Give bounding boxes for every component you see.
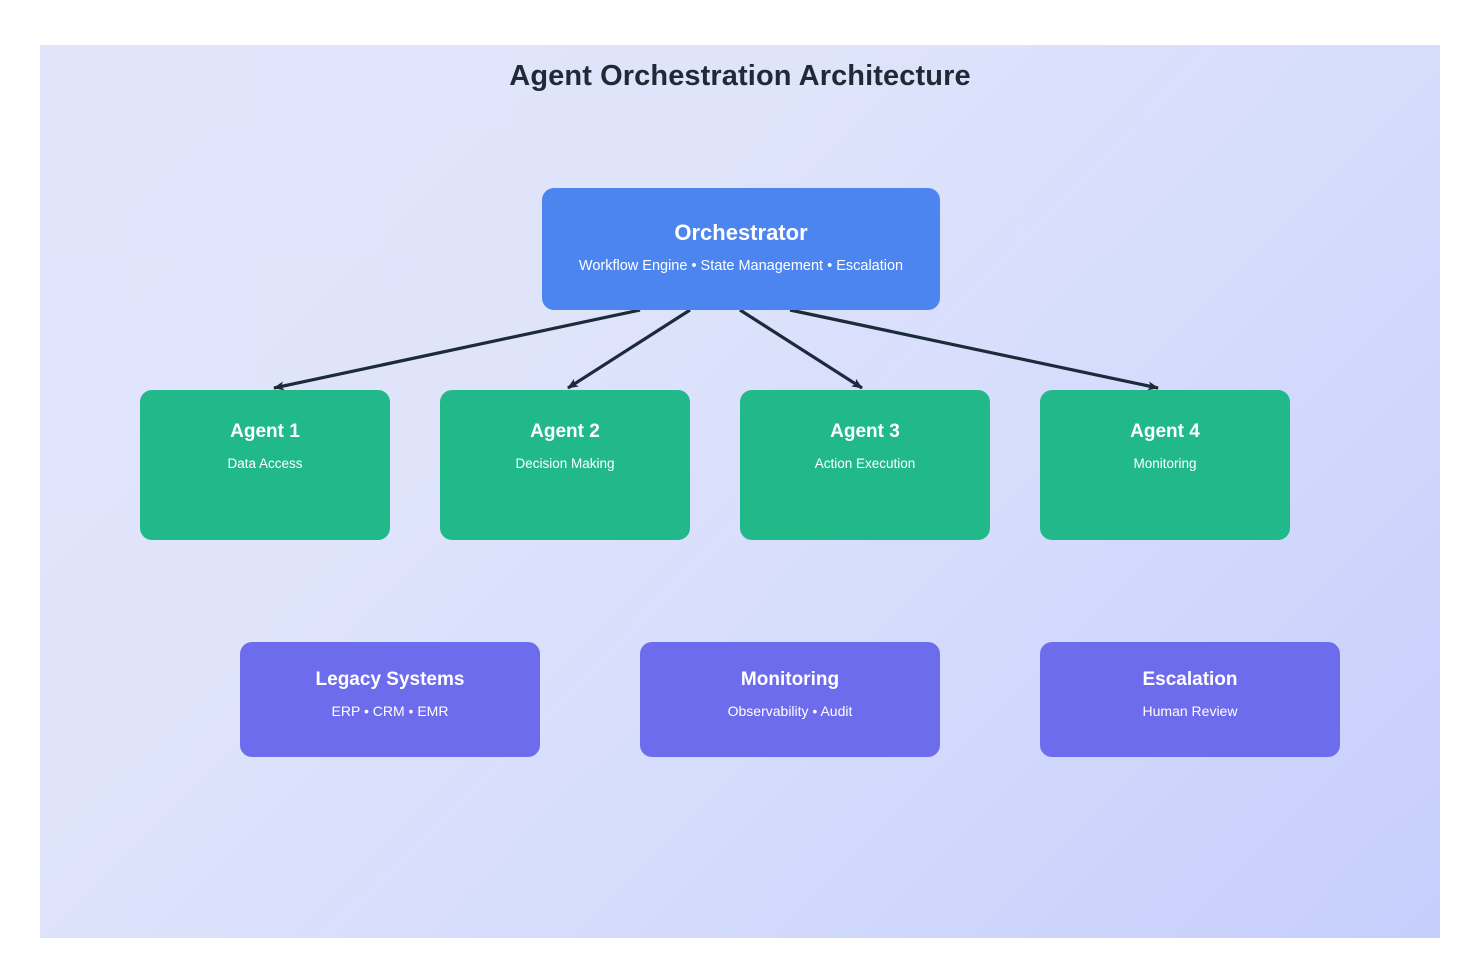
- diagram-canvas: Agent Orchestration Architecture Orchest…: [40, 45, 1440, 938]
- page-title: Agent Orchestration Architecture: [509, 60, 971, 92]
- connector-orchestrator-agent-2: [567, 308, 691, 390]
- node-agent-2-subtitle: Decision Making: [515, 456, 615, 471]
- node-legacy-systems-title: Legacy Systems: [315, 669, 465, 690]
- node-orchestrator[interactable]: Orchestrator Workflow Engine • State Man…: [542, 188, 940, 310]
- node-orchestrator-title: Orchestrator: [674, 220, 808, 245]
- node-legacy-systems[interactable]: Legacy Systems ERP • CRM • EMR: [240, 642, 540, 757]
- node-monitoring-subtitle: Observability • Audit: [727, 703, 853, 719]
- node-agent-4-subtitle: Monitoring: [1133, 456, 1197, 471]
- node-agent-4[interactable]: Agent 4 Monitoring: [1040, 390, 1290, 540]
- node-agent-4-title: Agent 4: [1130, 421, 1200, 442]
- node-agent-2[interactable]: Agent 2 Decision Making: [440, 390, 690, 540]
- node-agent-1-title: Agent 1: [230, 421, 300, 442]
- node-legacy-systems-subtitle: ERP • CRM • EMR: [331, 703, 449, 719]
- connector-orchestrator-agent-4: [789, 308, 1159, 391]
- node-agent-2-title: Agent 2: [530, 421, 600, 442]
- node-agent-3[interactable]: Agent 3 Action Execution: [740, 390, 990, 540]
- node-agent-3-title: Agent 3: [830, 421, 900, 442]
- node-agent-3-subtitle: Action Execution: [814, 456, 916, 471]
- node-orchestrator-subtitle: Workflow Engine • State Management • Esc…: [578, 258, 904, 274]
- node-monitoring-title: Monitoring: [740, 669, 840, 690]
- node-agent-1-subtitle: Data Access: [227, 456, 303, 471]
- node-escalation-title: Escalation: [1142, 669, 1238, 690]
- node-escalation[interactable]: Escalation Human Review: [1040, 642, 1340, 757]
- connector-orchestrator-agent-3: [739, 308, 863, 390]
- node-escalation-subtitle: Human Review: [1142, 703, 1238, 719]
- node-monitoring[interactable]: Monitoring Observability • Audit: [640, 642, 940, 757]
- node-agent-1[interactable]: Agent 1 Data Access: [140, 390, 390, 540]
- connector-orchestrator-agent-1: [273, 308, 641, 391]
